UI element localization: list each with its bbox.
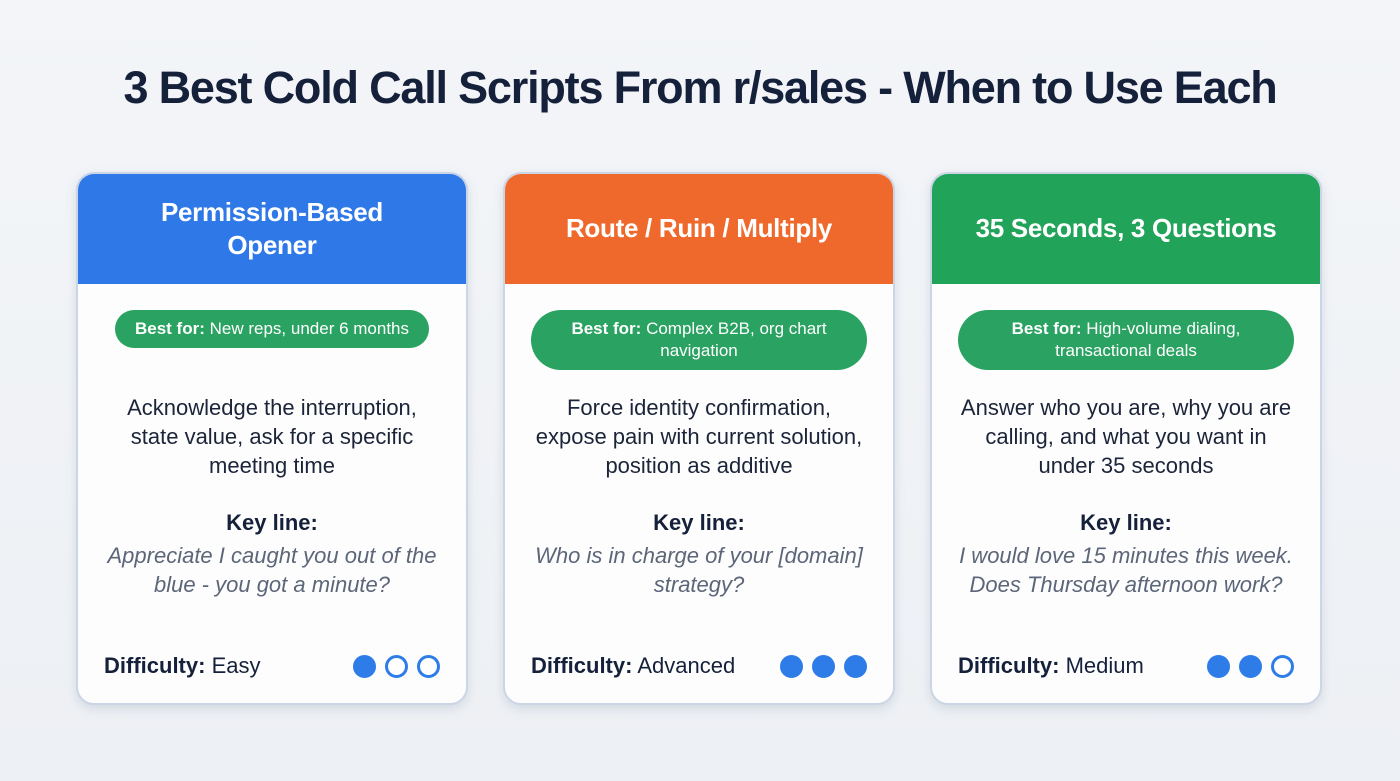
best-for-badge: Best for: New reps, under 6 months [114,310,430,349]
difficulty-dots [780,654,867,678]
difficulty-dot [417,654,440,678]
best-for-badge: Best for: High-volume dialing, transacti… [958,310,1294,371]
page-title: 3 Best Cold Call Scripts From r/sales - … [123,62,1277,113]
difficulty-label: Difficulty: [531,653,633,678]
key-line-label: Key line: [1080,510,1172,536]
key-line-quote: Who is in charge of your [domain] strate… [535,543,863,598]
card-header: Route / Ruin / Multiply [505,174,893,284]
key-line-quote: Appreciate I caught you out of the blue … [107,543,437,598]
difficulty-text: Difficulty: Easy [104,653,261,679]
card-header-title: 35 Seconds, 3 Questions [975,213,1277,244]
card-route-ruin-multiply: Route / Ruin / Multiply Best for: Comple… [503,172,895,705]
cards-row: Permission-Based Opener Best for: New re… [76,172,1322,705]
difficulty-row: Difficulty: Advanced [531,653,867,679]
card-header-title: Route / Ruin / Multiply [565,213,833,244]
best-for-value: Complex B2B, org chart navigation [646,319,827,361]
card-description: Acknowledge the interruption, state valu… [127,395,417,479]
card-body: Best for: High-volume dialing, transacti… [932,284,1320,599]
best-for-badge-zone: Best for: High-volume dialing, transacti… [956,310,1296,393]
card-header-title: Permission-Based Opener [160,196,384,260]
difficulty-dot [780,654,803,678]
best-for-value: New reps, under 6 months [209,319,410,338]
best-for-badge: Best for: Complex B2B, org chart navigat… [531,310,867,371]
best-for-label: Best for: [134,319,205,338]
difficulty-value: Easy [211,653,261,678]
card-body: Best for: Complex B2B, org chart navigat… [505,284,893,599]
difficulty-dot [1271,654,1294,678]
card-description: Force identity confirmation, expose pain… [535,395,863,479]
difficulty-text: Difficulty: Advanced [531,653,735,679]
key-line-label: Key line: [226,510,318,536]
difficulty-row: Difficulty: Easy [104,653,440,679]
card-header: Permission-Based Opener [78,174,466,284]
card-permission-based-opener: Permission-Based Opener Best for: New re… [76,172,468,705]
card-header: 35 Seconds, 3 Questions [932,174,1320,284]
difficulty-dot [353,654,376,678]
card-body: Best for: New reps, under 6 months Ackno… [78,284,466,599]
difficulty-dot [1207,654,1230,678]
best-for-value: High-volume dialing, transactional deals [1055,319,1241,361]
difficulty-row: Difficulty: Medium [958,653,1294,679]
best-for-label: Best for: [571,319,642,338]
difficulty-label: Difficulty: [958,653,1060,678]
difficulty-value: Advanced [637,653,736,678]
card-35-seconds-3-questions: 35 Seconds, 3 Questions Best for: High-v… [930,172,1322,705]
difficulty-dot [1239,654,1262,678]
best-for-badge-zone: Best for: Complex B2B, org chart navigat… [529,310,869,393]
card-description: Answer who you are, why you are calling,… [960,395,1292,479]
difficulty-dots [353,654,440,678]
difficulty-value: Medium [1065,653,1144,678]
difficulty-text: Difficulty: Medium [958,653,1144,679]
difficulty-dot [385,654,408,678]
key-line-quote: I would love 15 minutes this week. Does … [959,543,1293,598]
difficulty-label: Difficulty: [104,653,206,678]
difficulty-dot [844,654,867,678]
key-line-label: Key line: [653,510,745,536]
difficulty-dot [812,654,835,678]
difficulty-dots [1207,654,1294,678]
best-for-badge-zone: Best for: New reps, under 6 months [102,310,442,393]
best-for-label: Best for: [1011,319,1082,338]
